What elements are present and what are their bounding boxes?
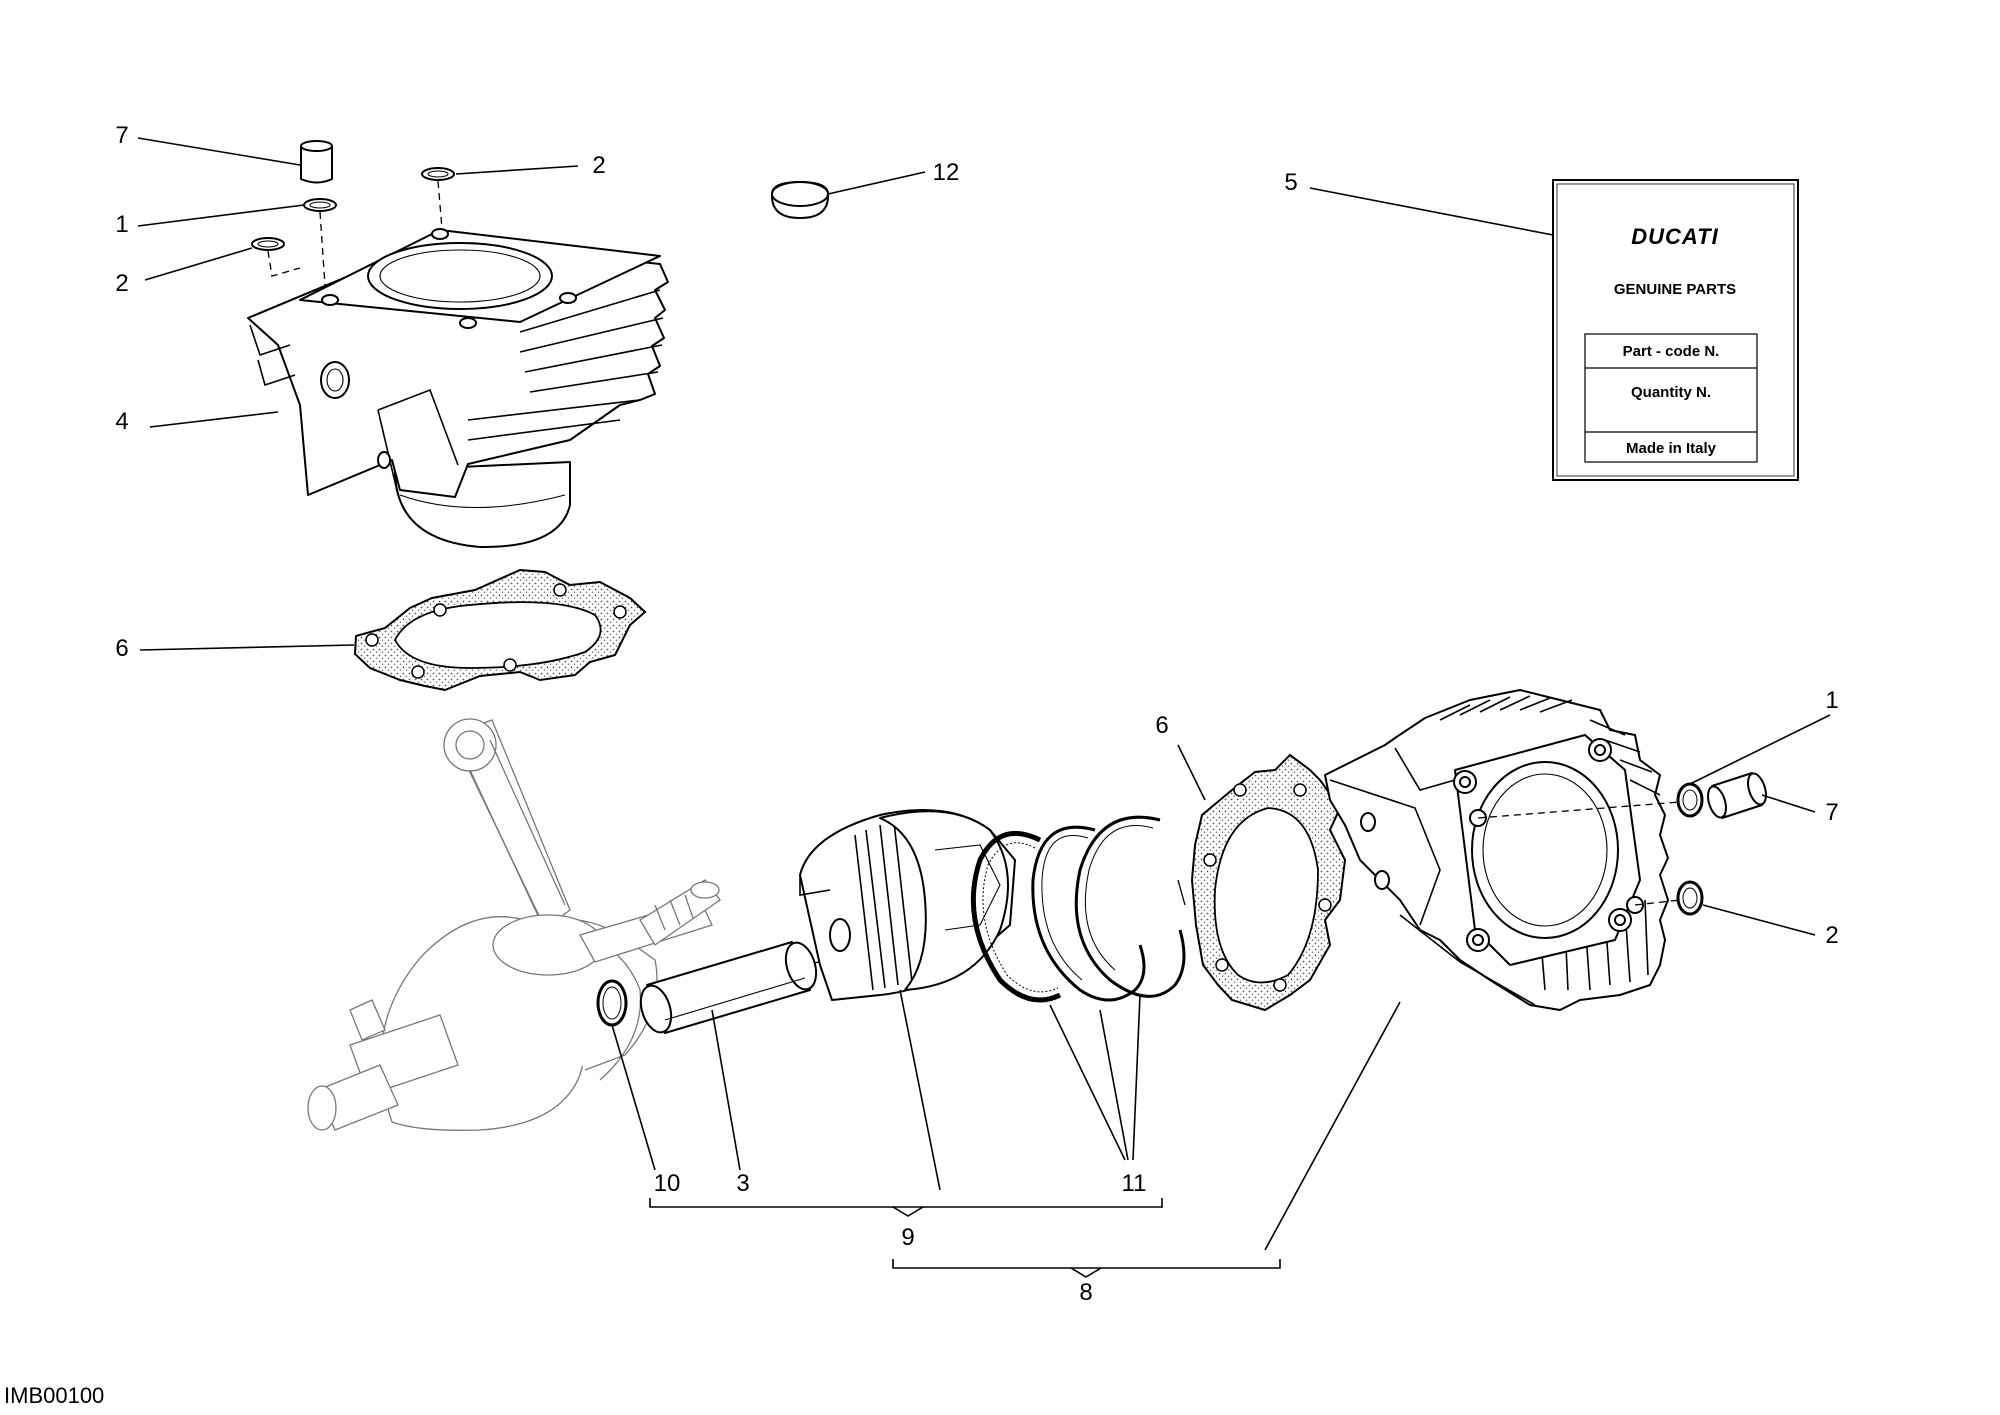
callout-12: 12 <box>933 159 960 186</box>
image-code: IMB00100 <box>4 1383 104 1408</box>
o-ring-top-1 <box>303 198 337 212</box>
callout-1-top: 1 <box>115 211 128 238</box>
callout-2-right: 2 <box>1825 922 1838 949</box>
piston-pin <box>639 941 818 1034</box>
o-ring-right-2 <box>1676 880 1704 916</box>
dowel-sleeve-right <box>1707 772 1767 819</box>
card-brand: DUCATI <box>1631 224 1718 249</box>
top-ring <box>1074 815 1186 998</box>
genuine-parts-label-card: DUCATI GENUINE PARTS Part - code N. Quan… <box>1552 179 1799 481</box>
leader-lines <box>137 137 1831 1278</box>
cylinder-right <box>1324 689 1669 1011</box>
dowel-sleeve-top <box>300 140 333 184</box>
callout-3: 3 <box>736 1170 749 1197</box>
callout-1-right: 1 <box>1825 687 1838 714</box>
callout-8-group: 8 <box>1079 1279 1092 1306</box>
callout-2-top-right: 2 <box>592 152 605 179</box>
callout-9-group: 9 <box>901 1224 914 1251</box>
callout-10: 10 <box>654 1170 681 1197</box>
plug-cap <box>771 181 829 219</box>
callout-5: 5 <box>1284 169 1297 196</box>
top-cylinder-group <box>247 140 669 692</box>
callout-labels: 7 1 2 2 4 6 12 5 6 1 7 2 10 3 11 9 8 <box>115 122 1838 1306</box>
base-gasket-top <box>353 568 647 692</box>
callout-7-top: 7 <box>115 122 128 149</box>
o-ring-top-2-left <box>251 237 285 251</box>
second-ring <box>1031 825 1146 1002</box>
o-ring-top-2-right <box>421 167 455 181</box>
callout-11: 11 <box>1122 1170 1147 1197</box>
callout-6-top: 6 <box>115 635 128 662</box>
callout-7-right: 7 <box>1825 799 1838 826</box>
o-ring-right-1 <box>1676 782 1704 818</box>
base-gasket-right <box>1190 753 1347 1012</box>
callout-2-top-left: 2 <box>115 270 128 297</box>
cylinder-top <box>247 228 669 549</box>
crankshaft-ghost <box>307 718 721 1131</box>
callout-6-right: 6 <box>1155 712 1168 739</box>
callout-4-top: 4 <box>115 408 128 435</box>
card-heading: GENUINE PARTS <box>1614 281 1736 298</box>
oil-ring <box>970 830 1062 1003</box>
piston <box>799 809 1016 1001</box>
card-field-quantity: Quantity N. <box>1631 384 1711 401</box>
card-field-origin: Made in Italy <box>1626 440 1717 457</box>
card-field-part-code: Part - code N. <box>1623 343 1720 360</box>
piston-rings <box>970 815 1186 1003</box>
